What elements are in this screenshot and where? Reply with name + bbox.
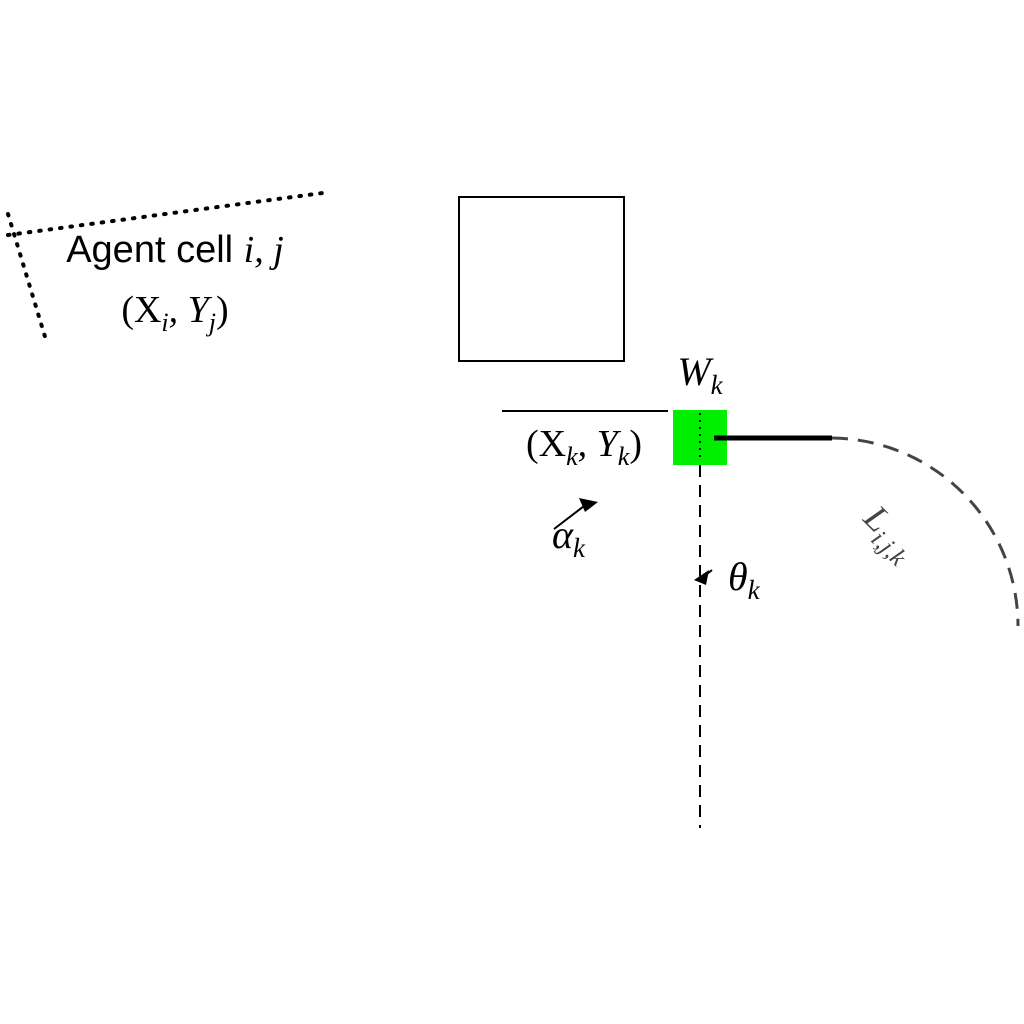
turbine-coords: (Xk, Yk) [526,423,642,471]
agent-cell-top-edge [6,190,332,237]
theta-arrow [694,569,713,585]
alpha-label: αk [552,512,586,563]
square-box [458,196,625,362]
agent-cell-boundary [6,190,332,342]
distance-label: Li,j,k [851,497,926,572]
agent-cell-coords: (Xi, Yj) [121,289,228,337]
agent-cell-title: Agent cell i, j [66,229,284,271]
agent-cell-left-edge [6,212,48,342]
theta-label: θk [728,554,761,605]
distance-arc [831,436,1020,627]
alpha-arrow [553,498,598,530]
wind-label: Wk [677,349,723,400]
